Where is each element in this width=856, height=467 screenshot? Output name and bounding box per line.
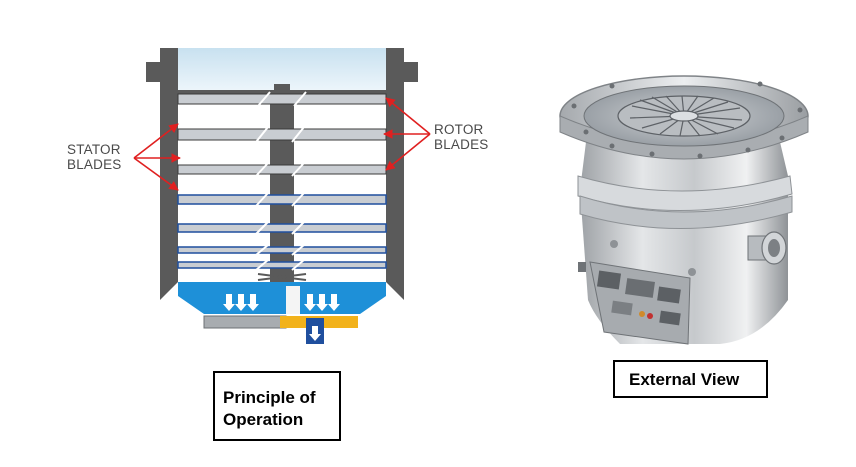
blade-row <box>177 259 387 271</box>
exhaust-chamber <box>178 282 386 314</box>
side-port <box>747 231 787 265</box>
stator-callout-arrows <box>133 123 181 191</box>
blade-row <box>177 221 387 235</box>
cross-section-diagram <box>133 48 431 344</box>
flange-bolt-holes <box>571 81 803 159</box>
blade-row <box>177 244 387 256</box>
blade-row <box>177 91 387 107</box>
external-view-text: External View <box>629 370 740 389</box>
blade-row <box>177 162 387 177</box>
blade-row <box>177 126 387 143</box>
stator-label-line-2: BLADES <box>67 157 122 172</box>
rotor-blades-label: ROTOR BLADES <box>434 122 488 152</box>
body-screw <box>610 240 618 248</box>
stator-blades-label: STATOR BLADES <box>67 142 121 172</box>
body-band <box>577 175 793 211</box>
flow-arrows <box>223 294 340 311</box>
stator-label-line-1: STATOR <box>67 142 121 157</box>
pump-housing <box>146 48 418 300</box>
caption-line-1: Principle of <box>223 388 316 407</box>
caption-line-2: Operation <box>223 410 304 429</box>
body-band <box>579 195 793 229</box>
external-view-caption: External View <box>613 360 768 398</box>
outlet-port <box>306 318 324 344</box>
pump-photo <box>559 75 809 345</box>
connector-panel <box>578 261 691 345</box>
rotor-fan <box>617 95 751 137</box>
rotor-callout-arrows <box>383 97 431 171</box>
blade-row <box>177 192 387 207</box>
body-screw <box>688 268 696 276</box>
rotor-label-line-2: BLADES <box>434 137 489 152</box>
rotor-label-line-1: ROTOR <box>434 122 484 137</box>
principle-of-operation-caption: Principle of Operation <box>213 371 341 441</box>
base-plate <box>203 315 287 329</box>
